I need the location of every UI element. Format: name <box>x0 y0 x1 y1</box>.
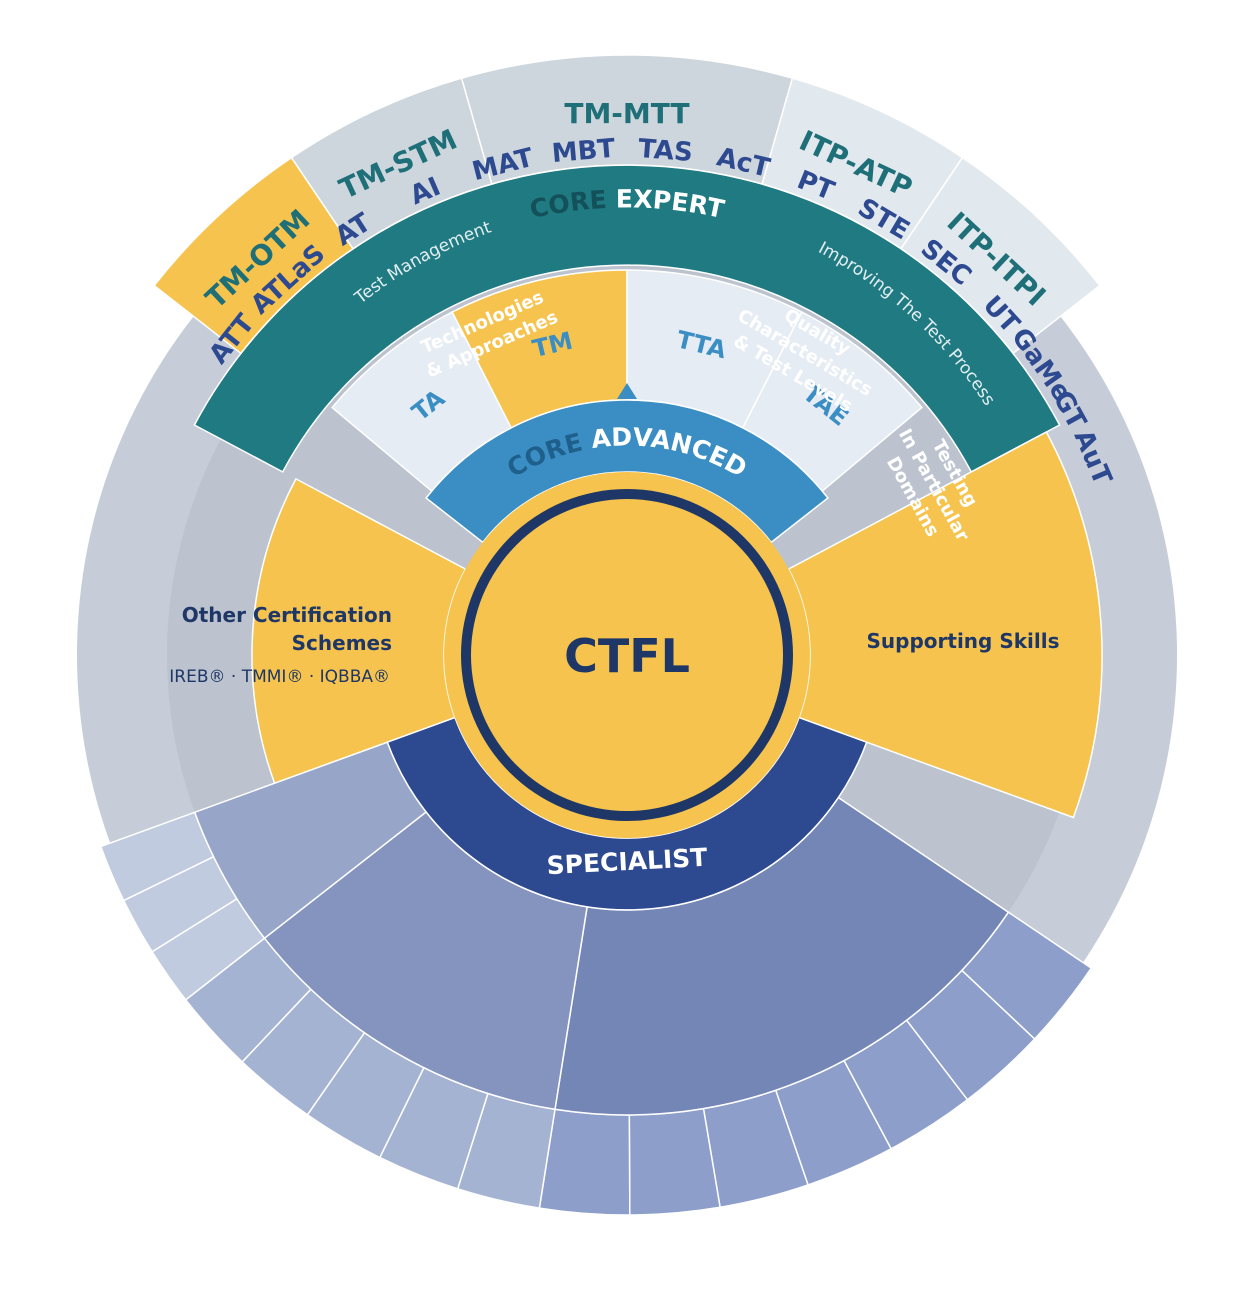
supporting-skills-wedge[interactable] <box>787 430 1103 819</box>
wheel-segments <box>99 54 1103 1216</box>
specialist-module-label-mbt[interactable]: MBT <box>551 134 617 169</box>
core-expert-band[interactable] <box>193 164 1061 473</box>
specialist-band[interactable] <box>386 716 868 911</box>
expert-module-label-tm-mtt[interactable]: TM-MTT <box>564 97 689 130</box>
specialist-module-label-tas[interactable]: TAS <box>637 134 694 168</box>
supporting-skills-label[interactable]: Supporting Skills <box>867 629 1060 653</box>
other-schemes-subtitle: IREB® · TMMI® · IQBBA® <box>169 667 390 687</box>
other-schemes-title-line2[interactable]: Schemes <box>292 631 392 655</box>
ctfl-label[interactable]: CTFL <box>564 629 690 683</box>
other-schemes-title-line1[interactable]: Other Certification <box>182 603 392 627</box>
center-yellow-disc <box>471 499 783 811</box>
specialist-module-mbt[interactable] <box>628 1107 721 1216</box>
notch-marker-1 <box>617 383 637 399</box>
notch-marker-0 <box>617 248 637 264</box>
